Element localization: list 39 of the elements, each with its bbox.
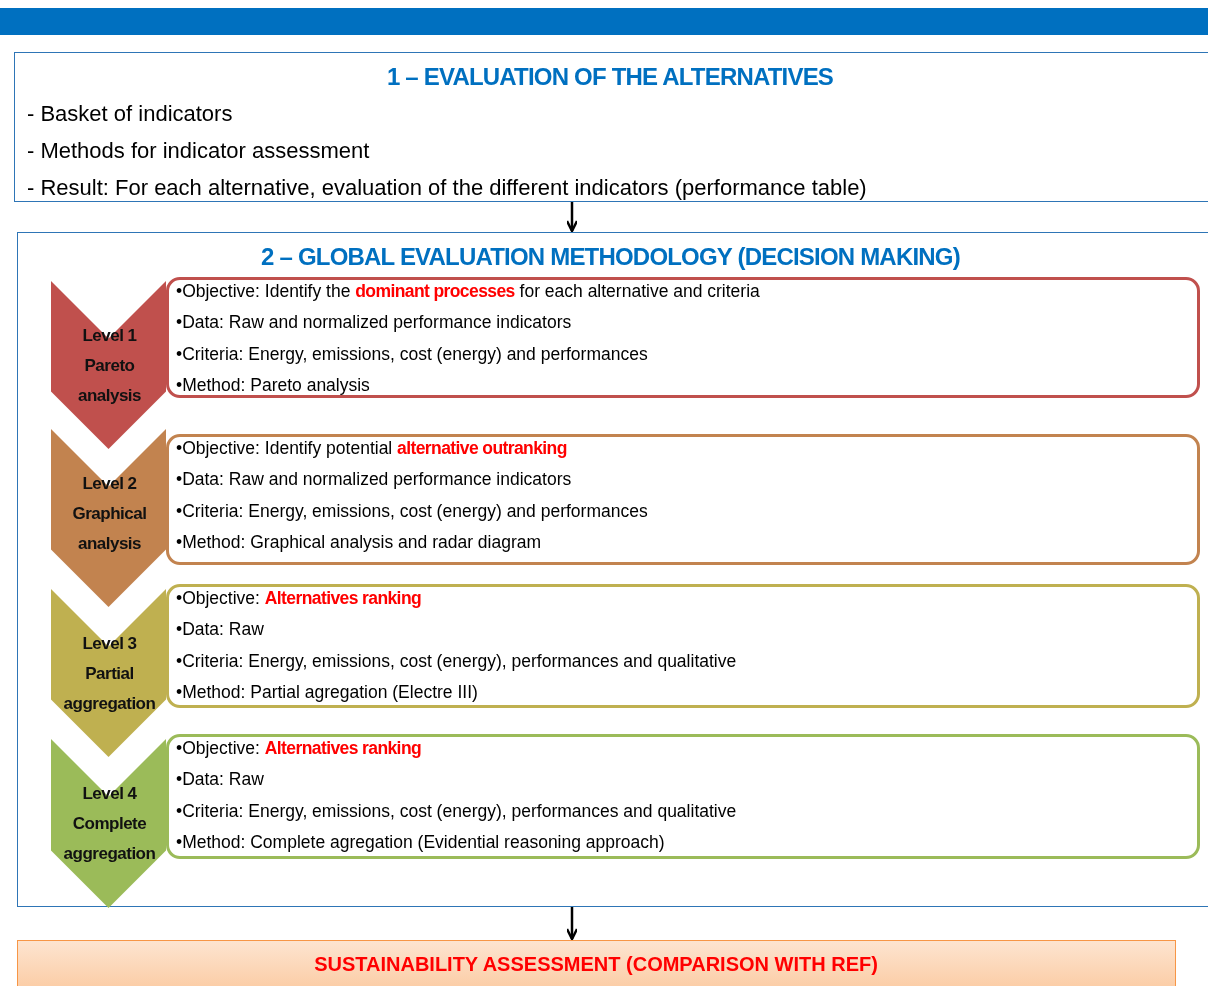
arrow bbox=[565, 907, 579, 941]
detail-box bbox=[166, 434, 1200, 565]
level-label: Level 4 Complete aggregation bbox=[62, 783, 157, 865]
bullet-item: •Objective: Alternatives ranking bbox=[176, 738, 422, 759]
bullet-item: - Result: For each alternative, evaluation of the different indicators (performance table) bbox=[27, 175, 867, 201]
section-heading: 1 – EVALUATION OF THE ALTERNATIVES bbox=[385, 63, 835, 91]
arrow bbox=[565, 202, 579, 233]
chevron-step bbox=[51, 429, 166, 607]
bullet-item: •Data: Raw and normalized performance indicators bbox=[176, 469, 572, 491]
bullet-item: •Criteria: Energy, emissions, cost (energy) and performances bbox=[176, 500, 648, 522]
section-heading: 2 – GLOBAL EVALUATION METHODOLOGY (DECISION MAKING) bbox=[260, 243, 961, 271]
bullet-item: •Method: Pareto analysis bbox=[176, 374, 370, 396]
bullet-item: - Basket of indicators bbox=[27, 101, 233, 127]
chevron-step bbox=[51, 281, 166, 449]
bullet-item: •Objective: Identify potential alternative outranking bbox=[176, 438, 567, 459]
bullet-item: •Data: Raw and normalized performance indicators bbox=[176, 312, 572, 334]
result-banner bbox=[17, 940, 1176, 986]
bullet-item: - Methods for indicator assessment bbox=[27, 138, 370, 164]
bullet-item: •Objective: Alternatives ranking bbox=[176, 588, 422, 609]
bullet-item: •Method: Graphical analysis and radar diagram bbox=[176, 531, 542, 553]
level-label: Level 2 Graphical analysis bbox=[71, 473, 148, 555]
level-label: Level 1 Pareto analysis bbox=[76, 325, 143, 407]
bullet-item: •Objective: Identify the dominant processes for each alternative and criteria bbox=[176, 281, 760, 302]
bullet-item: •Method: Partial agregation (Electre III) bbox=[176, 681, 478, 703]
level-label: Level 3 Partial aggregation bbox=[62, 633, 157, 715]
chevron-step bbox=[51, 739, 166, 908]
detail-box bbox=[166, 584, 1200, 708]
bullet-item: •Method: Complete agregation (Evidential reasoning approach) bbox=[176, 831, 665, 853]
bullet-item: •Criteria: Energy, emissions, cost (energy) and performances bbox=[176, 343, 648, 365]
bullet-item: •Criteria: Energy, emissions, cost (energy), performances and qualitative bbox=[176, 800, 737, 822]
section-panel bbox=[17, 232, 1208, 907]
bullet-item: •Data: Raw bbox=[176, 619, 264, 641]
section-panel bbox=[14, 52, 1208, 202]
chevron-step bbox=[51, 589, 166, 757]
detail-box bbox=[166, 734, 1200, 859]
bullet-item: •Criteria: Energy, emissions, cost (energy), performances and qualitative bbox=[176, 650, 737, 672]
bullet-item: •Data: Raw bbox=[176, 769, 264, 791]
banner-text: SUSTAINABILITY ASSESSMENT (COMPARISON WITH REF) bbox=[313, 953, 879, 976]
detail-box bbox=[166, 277, 1200, 398]
